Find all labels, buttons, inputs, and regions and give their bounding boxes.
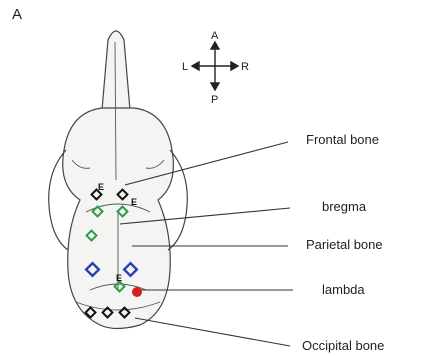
orientation-compass [192, 42, 238, 90]
compass-right: R [241, 61, 249, 73]
compass-anterior: A [211, 30, 219, 42]
electrode-label-e: E [98, 182, 104, 192]
callout-bregma: bregma [322, 199, 366, 214]
compass-posterior: P [211, 94, 218, 106]
compass-left: L [182, 61, 188, 73]
electrode-label-e: E [131, 197, 137, 207]
callout-lambda: lambda [322, 282, 365, 297]
callout-parietal-bone: Parietal bone [306, 237, 383, 252]
callout-frontal-bone: Frontal bone [306, 132, 379, 147]
electrode-label-e: E [116, 273, 122, 283]
callout-occipital-bone: Occipital bone [302, 338, 384, 353]
lambda-marker-red [132, 287, 142, 297]
